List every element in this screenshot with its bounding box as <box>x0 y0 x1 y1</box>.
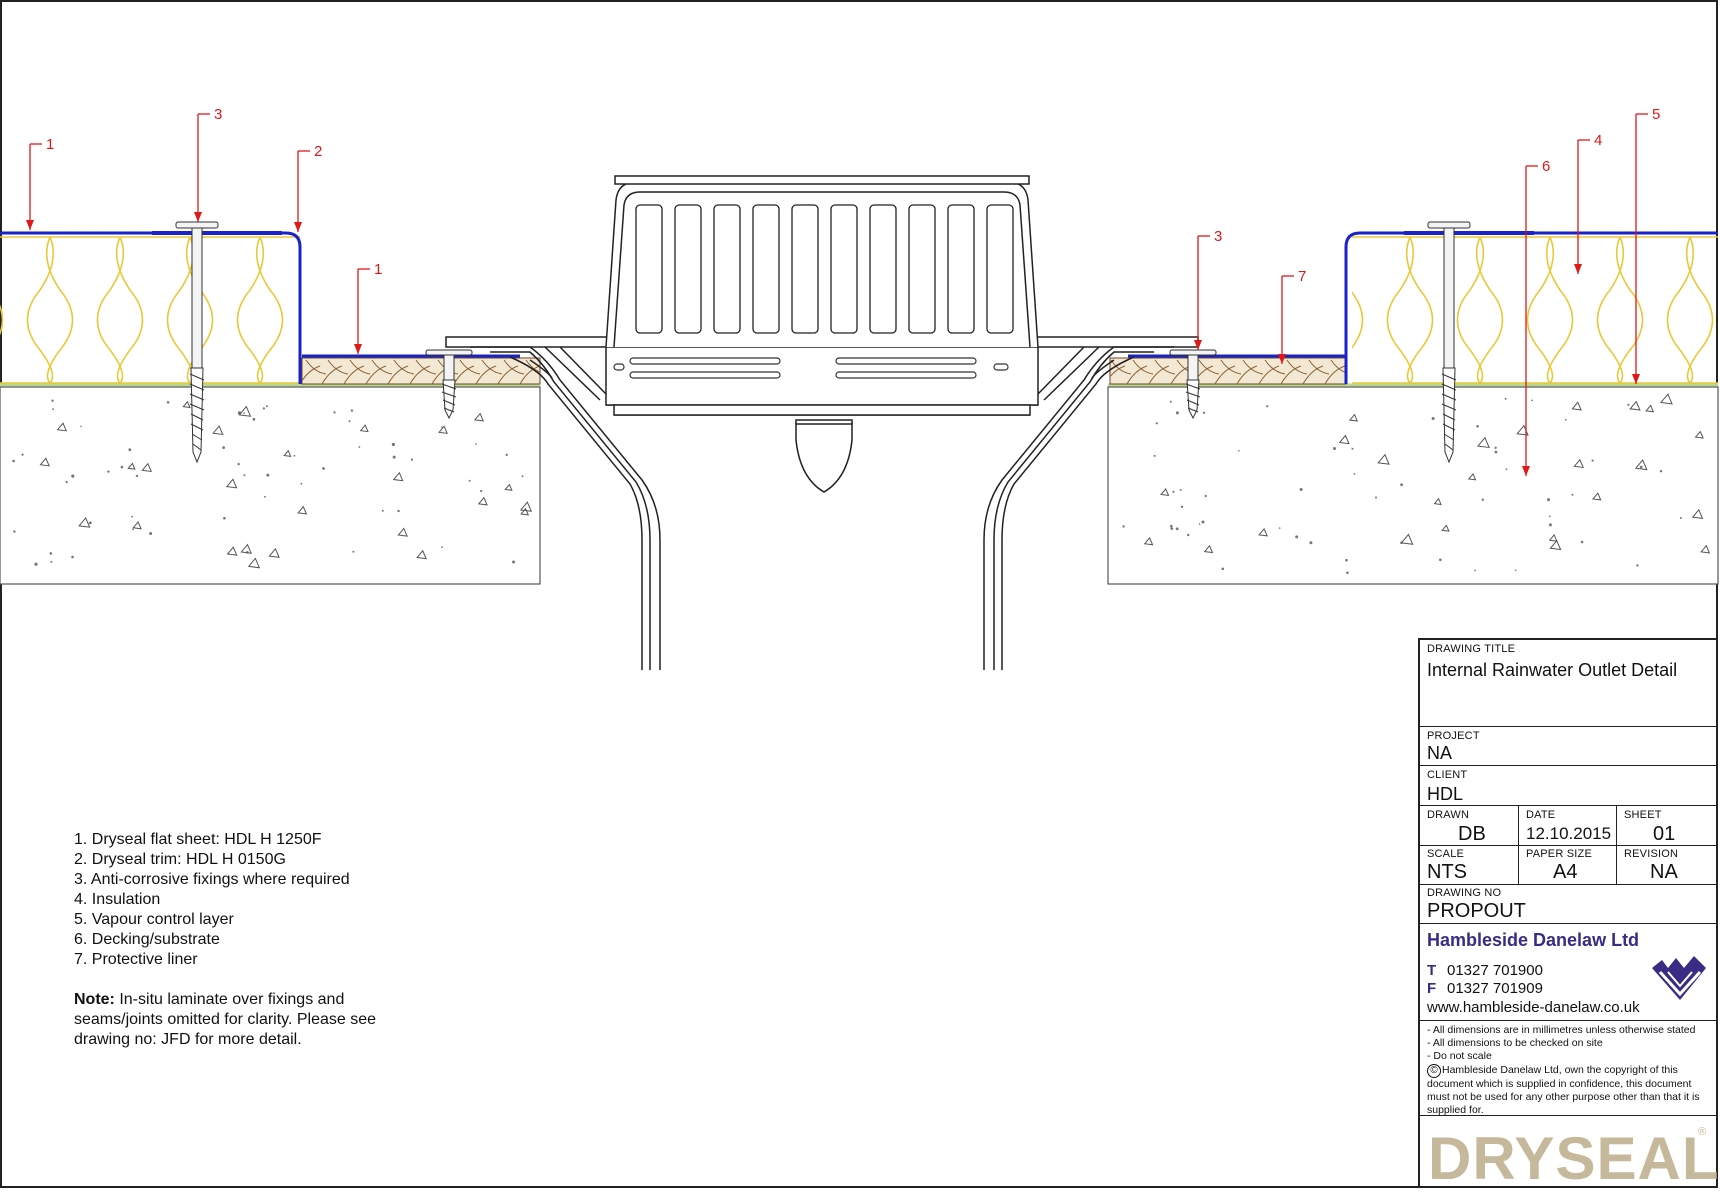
fixing-screw-right <box>1427 221 1471 464</box>
dimension-note: - All dimensions are in millimetres unle… <box>1427 1024 1696 1036</box>
callout-number: 2 <box>314 143 322 160</box>
sheet-value: 01 <box>1653 823 1676 845</box>
drawn-value: DB <box>1458 823 1486 845</box>
legend: 1. Dryseal flat sheet: HDL H 1250F 2. Dr… <box>74 830 350 970</box>
concrete-deck-left <box>0 386 541 585</box>
project-label: PROJECT <box>1427 730 1480 742</box>
callout-number: 1 <box>46 136 54 153</box>
notes-row: - All dimensions are in millimetres unle… <box>1420 1021 1717 1116</box>
legend-item: 1. Dryseal flat sheet: HDL H 1250F <box>74 831 322 848</box>
legend-item: 4. Insulation <box>74 891 161 908</box>
project-value: NA <box>1427 743 1453 763</box>
callout-number: 1 <box>374 261 382 278</box>
timber-board-right <box>1109 357 1347 385</box>
company-name: Hambleside Danelaw Ltd <box>1427 930 1640 950</box>
brand-logo-row: DRYSEAL ® <box>1420 1116 1718 1192</box>
callout-marker: 1 <box>354 261 382 354</box>
legend-item: 5. Vapour control layer <box>74 911 234 928</box>
timber-board-left <box>301 357 541 385</box>
drawn-label: DRAWN <box>1427 809 1470 821</box>
callout-number: 3 <box>214 106 222 123</box>
paper-size-label: PAPER SIZE <box>1526 848 1592 860</box>
client-value: HDL <box>1427 784 1464 804</box>
title-block: DRAWING TITLE Internal Rainwater Outlet … <box>1418 638 1718 1192</box>
drawing-no-label: DRAWING NO <box>1427 887 1502 899</box>
note: Note: In-situ laminate over fixings and … <box>74 990 414 1050</box>
callout-marker: 2 <box>294 143 322 232</box>
sheet-label: SHEET <box>1624 809 1662 821</box>
callout-marker: 1 <box>26 136 54 230</box>
date-label: DATE <box>1526 809 1556 821</box>
drawn-row: DRAWN DB DATE 12.10.2015 SHEET 01 <box>1420 806 1717 846</box>
insulation-right <box>1352 236 1714 384</box>
scale-label: SCALE <box>1427 848 1465 860</box>
fixing-screw-left <box>175 221 219 464</box>
callout-number: 5 <box>1652 106 1660 123</box>
company-logo-icon <box>1652 956 1706 1000</box>
callout-number: 4 <box>1594 132 1602 149</box>
paper-size-value: A4 <box>1553 861 1578 883</box>
drawing-no-row: DRAWING NO PROPOUT <box>1420 885 1717 924</box>
fixing-screw-right-deck <box>1169 349 1217 420</box>
copyright-icon: © <box>1427 1064 1441 1078</box>
drawing-title-row: DRAWING TITLE Internal Rainwater Outlet … <box>1420 640 1717 727</box>
client-label: CLIENT <box>1427 769 1468 781</box>
callout-marker: 6 <box>1522 158 1550 476</box>
callout-marker: 3 <box>194 106 222 222</box>
callout-marker: 3 <box>1194 228 1222 350</box>
rainwater-outlet <box>445 175 1199 670</box>
dimension-note: - All dimensions to be checked on site <box>1427 1037 1603 1049</box>
legend-item: 7. Protective liner <box>74 951 198 968</box>
scale-row: SCALE NTS PAPER SIZE A4 REVISION NA <box>1420 846 1717 885</box>
drawing-title: Internal Rainwater Outlet Detail <box>1427 660 1678 680</box>
revision-label: REVISION <box>1624 848 1679 860</box>
note-label: Note: <box>74 991 115 1008</box>
client-row: CLIENT HDL <box>1420 766 1717 806</box>
drawing-no-value: PROPOUT <box>1427 900 1526 922</box>
copyright-text: ©Hambleside Danelaw Ltd, own the copyrig… <box>1427 1064 1700 1116</box>
callout-marker: 5 <box>1632 106 1660 384</box>
fixing-screw-left-deck <box>425 349 473 420</box>
registered-mark: ® <box>1698 1126 1707 1138</box>
membrane-right-upper <box>1344 231 1718 384</box>
concrete-deck-right <box>1107 386 1719 585</box>
membrane-left-upper <box>0 231 302 384</box>
website: www.hambleside-danelaw.co.uk <box>1427 999 1640 1016</box>
date-value: 12.10.2015 <box>1526 824 1612 843</box>
callout-number: 3 <box>1214 228 1222 245</box>
project-row: PROJECT NA <box>1420 727 1717 766</box>
legend-item: 6. Decking/substrate <box>74 931 220 948</box>
insulation-left <box>0 236 284 384</box>
scale-value: NTS <box>1427 861 1467 883</box>
revision-value: NA <box>1650 861 1678 883</box>
legend-item: 3. Anti-corrosive fixings where required <box>74 871 350 888</box>
note-text: In-situ laminate over fixings and seams/… <box>74 991 377 1048</box>
callout-number: 6 <box>1542 158 1550 175</box>
callout-number: 7 <box>1298 268 1306 285</box>
dimension-note: - Do not scale <box>1427 1050 1492 1062</box>
dryseal-logo: DRYSEAL <box>1428 1125 1720 1192</box>
callout-marker: 7 <box>1278 268 1306 364</box>
callout-marker: 4 <box>1574 132 1602 274</box>
legend-item: 2. Dryseal trim: HDL H 0150G <box>74 851 286 868</box>
drawing-title-label: DRAWING TITLE <box>1427 643 1516 655</box>
